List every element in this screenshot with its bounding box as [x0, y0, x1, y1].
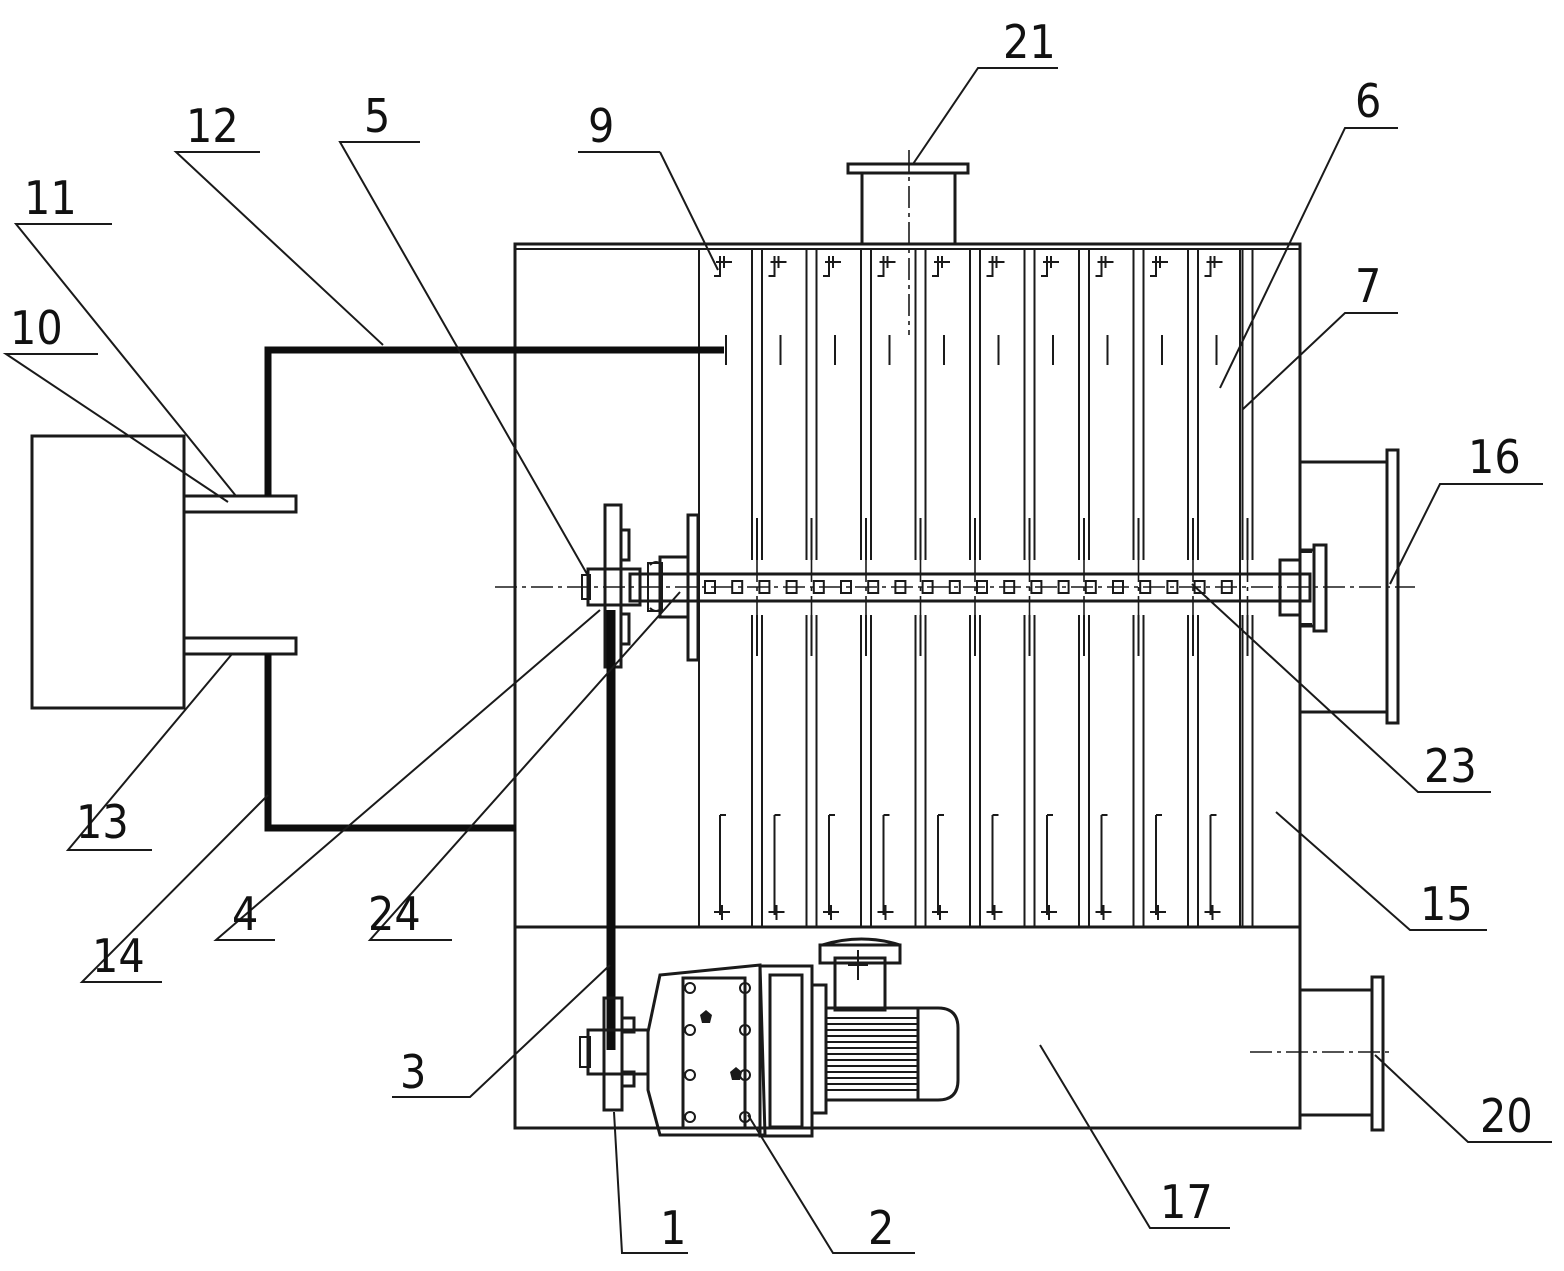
rotary-joint [1278, 543, 1328, 633]
label-11: 11 [24, 171, 77, 225]
shaft-seal [647, 513, 700, 662]
label-20: 20 [1480, 1089, 1533, 1143]
label-4: 4 [232, 887, 258, 941]
top-outlet-pipe [846, 150, 970, 335]
disc-plate [1150, 250, 1199, 927]
part-labels: 21 6 7 9 5 12 11 10 16 23 13 15 4 24 14 … [10, 15, 1533, 1255]
motor-cooling-fins [826, 1017, 918, 1091]
label-10: 10 [10, 301, 63, 355]
label-9: 9 [588, 99, 614, 153]
shaft-hole [948, 580, 961, 594]
label-12: 12 [186, 99, 239, 153]
disc-plate [823, 250, 872, 927]
drain-outlet-pipe [1250, 975, 1392, 1132]
disc-plate [986, 250, 1036, 927]
leader-lines [2, 67, 1552, 1254]
label-3: 3 [400, 1045, 426, 1099]
label-14: 14 [92, 929, 145, 983]
label-6: 6 [1355, 74, 1381, 128]
gear-motor [646, 937, 960, 1138]
disc-plate [1204, 250, 1254, 927]
label-23: 23 [1424, 739, 1477, 793]
disc-plate [877, 250, 927, 927]
label-17: 17 [1160, 1175, 1213, 1229]
lower-sprocket [579, 996, 650, 1112]
disc-plate [932, 250, 981, 927]
label-1: 1 [660, 1201, 686, 1255]
label-16: 16 [1468, 430, 1521, 484]
label-7: 7 [1355, 259, 1381, 313]
label-21: 21 [1003, 15, 1056, 69]
tank-housing [513, 242, 1302, 1130]
left-heat-unit [30, 434, 298, 710]
label-15: 15 [1420, 877, 1473, 931]
shaft-hole [1166, 580, 1179, 594]
hollow-shaft [495, 572, 1415, 603]
disc-plate-stack [714, 250, 1254, 927]
disc-plate [1041, 250, 1090, 927]
label-13: 13 [76, 795, 129, 849]
disc-plate [768, 250, 818, 927]
side-outlet-pipe [1300, 448, 1400, 725]
label-2: 2 [868, 1201, 894, 1255]
connecting-pipes [264, 346, 724, 832]
shaft-hole [1057, 580, 1070, 594]
label-24: 24 [368, 887, 421, 941]
label-5: 5 [364, 89, 390, 143]
disc-plate [1095, 250, 1145, 927]
